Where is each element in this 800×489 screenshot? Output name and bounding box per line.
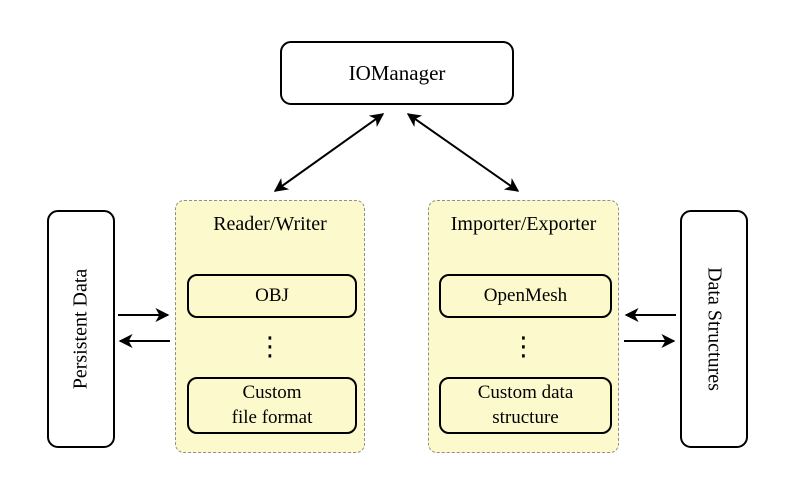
- node-custom-file-format: Custom file format: [187, 377, 357, 434]
- node-obj: OBJ: [187, 274, 357, 318]
- custom-data-structure-line2: structure: [492, 406, 559, 428]
- node-data-structures: Data Structures: [680, 210, 748, 448]
- node-custom-data-structure: Custom data structure: [439, 377, 612, 434]
- data-structures-label: Data Structures: [703, 267, 726, 391]
- persistent-data-label: Persistent Data: [69, 268, 92, 390]
- reader-writer-ellipsis: ⋮: [257, 332, 283, 362]
- node-iomanager: IOManager: [280, 41, 514, 105]
- custom-file-format-line2: file format: [231, 406, 313, 428]
- importer-exporter-title: Importer/Exporter: [450, 213, 597, 235]
- openmesh-label: OpenMesh: [483, 284, 568, 306]
- iomanager-label: IOManager: [348, 60, 446, 85]
- group-reader-writer: Reader/Writer OBJ ⋮ Custom file format: [175, 200, 365, 453]
- custom-data-structure-line1: Custom data: [477, 381, 574, 403]
- node-openmesh: OpenMesh: [439, 274, 612, 318]
- arrow-iomanager-reader-writer: [273, 113, 385, 192]
- node-persistent-data: Persistent Data: [47, 210, 115, 448]
- arrow-iomanager-importer-exporter: [406, 113, 520, 192]
- importer-exporter-ellipsis: ⋮: [510, 332, 537, 362]
- group-importer-exporter: Importer/Exporter OpenMesh ⋮ Custom data…: [428, 200, 619, 453]
- obj-label: OBJ: [255, 284, 289, 306]
- custom-file-format-line1: Custom: [242, 381, 302, 403]
- reader-writer-title: Reader/Writer: [213, 213, 327, 235]
